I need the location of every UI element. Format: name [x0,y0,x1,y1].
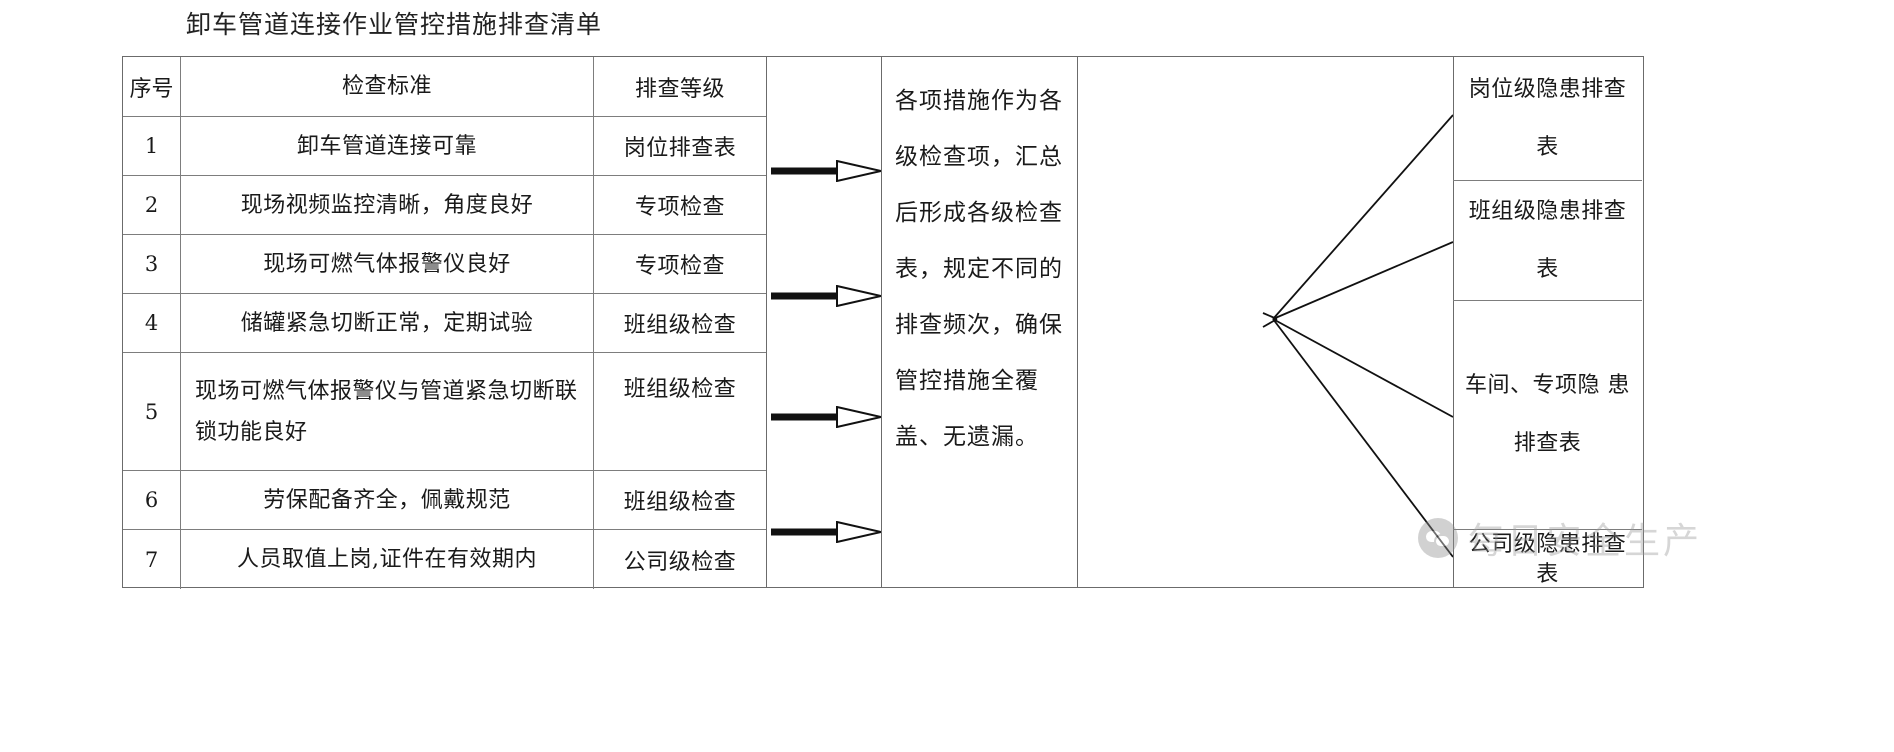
result-item: 岗位级隐患排查表 [1453,57,1642,181]
cell-standard: 现场可燃气体报警仪良好 [181,235,594,293]
table-row: 1 卸车管道连接可靠 岗位排查表 [123,117,766,176]
table-row: 3 现场可燃气体报警仪良好 专项检查 [123,235,766,294]
cell-standard: 劳保配备齐全，佩戴规范 [181,471,594,529]
converging-lines-icon [1262,114,1453,558]
checklist-table: 序号 检查标准 排查等级 1 卸车管道连接可靠 岗位排查表 2 现场视频监控清晰… [123,57,766,589]
cell-grade: 岗位排查表 [623,136,737,161]
result-item: 公司级隐患排查表 [1468,531,1627,587]
cell-no: 7 [123,530,181,589]
cell-standard: 现场视频监控清晰，角度良好 [181,176,594,234]
description-column: 各项措施作为各级检查项，汇总后形成各级检查表，规定不同的排查频次，确保管控措施全… [881,57,1077,587]
cell-grade: 班组级检查 [623,313,737,338]
arrow-right-icon [771,520,882,544]
cell-standard: 现场可燃气体报警仪与管道紧急切断联锁功能良好 [181,353,594,470]
results-column: 岗位级隐患排查表 班组级隐患排查表 车间、专项隐 患排查表 公司级隐患排查表 [1453,57,1642,587]
cell-grade: 专项检查 [634,195,725,220]
diagram-grid: 序号 检查标准 排查等级 1 卸车管道连接可靠 岗位排查表 2 现场视频监控清晰… [122,56,1644,589]
cell-standard: 储罐紧急切断正常，定期试验 [181,294,594,352]
fan-column [1077,57,1453,587]
cell-no: 2 [123,176,181,234]
column-header-standard: 检查标准 [181,57,594,116]
column-divider [1077,57,1078,587]
arrow-column [766,57,882,587]
cell-no: 4 [123,294,181,352]
result-item: 车间、专项隐 患排查表 [1453,301,1642,530]
cell-no: 5 [123,353,181,470]
column-divider [766,57,767,587]
column-header-no: 序号 [123,57,181,116]
table-row: 4 储罐紧急切断正常，定期试验 班组级检查 [123,294,766,353]
cell-standard: 人员取值上岗,证件在有效期内 [181,530,594,589]
cell-grade: 公司级检查 [623,549,737,575]
cell-grade: 专项检查 [634,254,725,279]
cell-no: 3 [123,235,181,293]
cell-grade: 班组级检查 [623,377,737,402]
column-divider [881,57,882,587]
cell-no: 6 [123,471,181,529]
cell-standard: 卸车管道连接可靠 [181,117,594,175]
column-header-grade: 排查等级 [634,76,725,102]
column-divider [1453,57,1454,587]
table-row: 7 人员取值上岗,证件在有效期内 公司级检查 [123,530,766,589]
table-row: 5 现场可燃气体报警仪与管道紧急切断联锁功能良好 班组级检查 [123,353,766,471]
flow-description: 各项措施作为各级检查项，汇总后形成各级检查表，规定不同的排查频次，确保管控措施全… [895,88,1063,450]
cell-grade: 班组级检查 [623,490,737,515]
arrow-right-icon [771,159,882,183]
result-item: 班组级隐患排查表 [1453,181,1642,301]
cell-no: 1 [123,117,181,175]
arrow-right-icon [771,405,882,429]
table-row: 2 现场视频监控清晰，角度良好 专项检查 [123,176,766,235]
table-header-row: 序号 检查标准 排查等级 [123,57,766,117]
arrow-right-icon [771,284,882,308]
page-title: 卸车管道连接作业管控措施排查清单 [186,10,603,39]
table-row: 6 劳保配备齐全，佩戴规范 班组级检查 [123,471,766,530]
